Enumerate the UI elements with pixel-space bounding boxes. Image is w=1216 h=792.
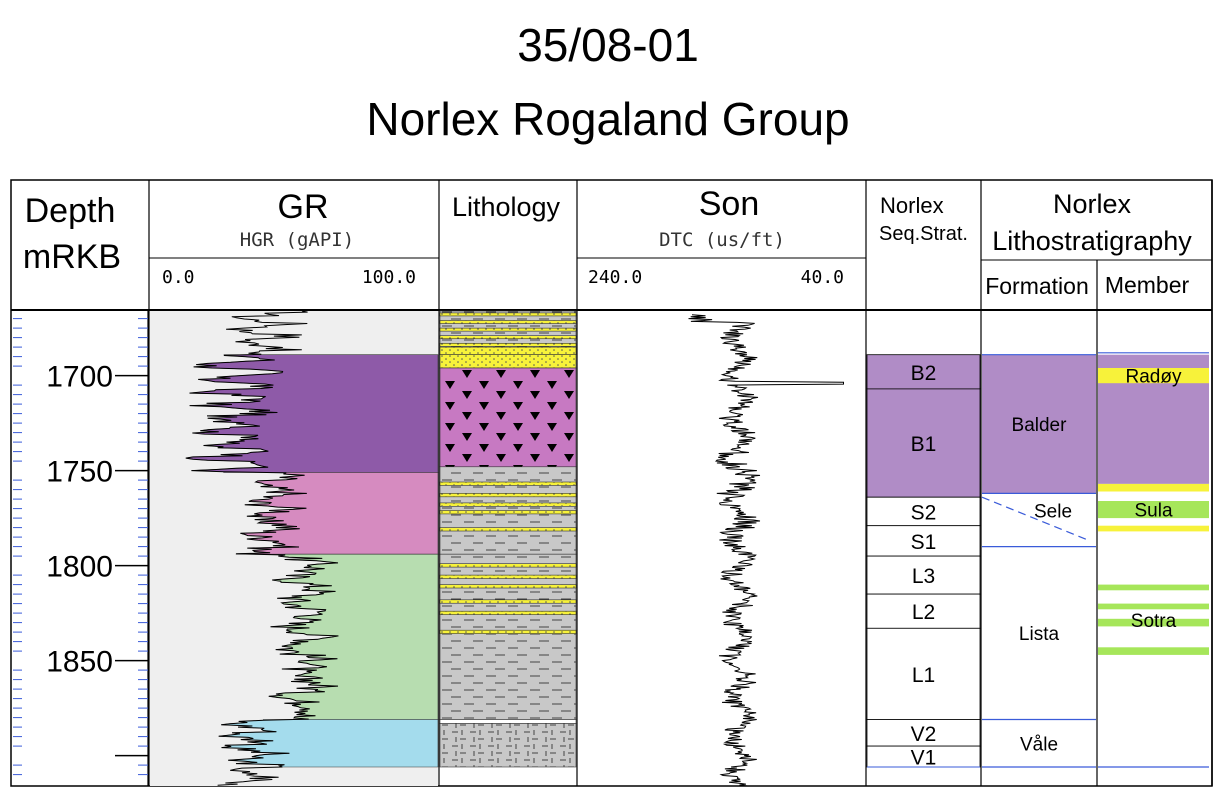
- lithology-sand: [439, 629, 577, 634]
- page-title: Norlex Rogaland Group: [366, 93, 850, 145]
- lithology-sand: [439, 346, 577, 356]
- lithology-shale: [439, 553, 577, 720]
- seq-strat-header-line2: Seq.Strat.: [879, 223, 968, 245]
- lithology-sand: [439, 335, 577, 340]
- son-curve-label: DTC (us/ft): [659, 229, 785, 251]
- sonic-curve: [688, 314, 844, 787]
- depth-label: 1700: [46, 361, 113, 394]
- member-yellow-band: [1098, 483, 1209, 492]
- gr-curve: [185, 310, 339, 786]
- lithology-sand: [439, 320, 577, 324]
- seq-unit-label: S1: [911, 531, 937, 554]
- son-scale-min: 240.0: [588, 267, 642, 288]
- formation-box: [982, 546, 1096, 720]
- sonic-curve-group: [688, 314, 844, 787]
- lithology-sand: [439, 327, 577, 332]
- seq-unit-label: B1: [911, 433, 937, 456]
- gr-curve-group: [185, 310, 339, 786]
- seq-unit-label: L3: [912, 565, 935, 588]
- son-scale-max: 40.0: [801, 267, 844, 288]
- well-id-title: 35/08-01: [517, 19, 699, 71]
- formation-label: Balder: [1012, 415, 1068, 436]
- gr-scale-min: 0.0: [162, 267, 195, 288]
- lithology-sand: [439, 563, 577, 568]
- member-label: Radøy: [1126, 367, 1182, 388]
- depth-unit-header: mRKB: [23, 238, 121, 276]
- son-title: Son: [699, 185, 760, 223]
- gr-curve-label: HGR (gAPI): [240, 229, 354, 251]
- formation-label: Lista: [1019, 624, 1060, 645]
- depth-label: 1850: [46, 646, 113, 679]
- seq-unit-label: B2: [911, 362, 937, 385]
- seq-unit-box: [866, 719, 981, 747]
- seq-strat-header-line1: Norlex: [880, 193, 944, 218]
- seq-unit-box: [866, 525, 981, 557]
- lithology-sand: [439, 342, 577, 347]
- gr-scale-max: 100.0: [362, 267, 416, 288]
- depth-label: 1800: [46, 551, 113, 584]
- member-header: Member: [1105, 272, 1190, 298]
- sele-dashed-boundary: [981, 496, 1091, 542]
- lithology-sand: [439, 599, 577, 604]
- depth-track: 1700 1750 1800 1850: [13, 311, 149, 786]
- formation-label: Våle: [1020, 734, 1058, 755]
- seq-unit-box: [866, 496, 981, 527]
- seq-unit-label: L2: [912, 601, 935, 624]
- lithology-sand: [439, 481, 577, 486]
- lithology-sand: [439, 610, 577, 615]
- lithology-sand: [439, 510, 577, 515]
- formation-label: Sele: [1034, 501, 1072, 522]
- depth-header: Depth: [25, 192, 116, 230]
- lithology-sand: [439, 493, 577, 498]
- gr-title: GR: [278, 188, 329, 226]
- seq-unit-label: V2: [911, 723, 937, 746]
- member-sotra-band: [1098, 584, 1209, 591]
- formation-header: Formation: [985, 273, 1089, 299]
- lithology-marl: [439, 722, 577, 768]
- lithology-sand: [439, 584, 577, 589]
- lithology-column: [439, 310, 577, 768]
- member-sotra-band: [1098, 647, 1209, 655]
- member-yellow-band: [1098, 525, 1209, 532]
- lithostrat-header-line2: Lithostratigraphy: [992, 226, 1192, 256]
- member-sotra-band: [1098, 618, 1209, 627]
- seq-unit-box: [866, 593, 981, 629]
- seq-unit-label: L1: [912, 664, 935, 687]
- depth-label: 1750: [46, 456, 113, 489]
- lithology-sand: [439, 354, 577, 369]
- lithology-gap: [439, 719, 577, 724]
- member-label: Sotra: [1131, 611, 1177, 632]
- lithology-sand: [439, 574, 577, 579]
- member-sula-band: [1098, 501, 1209, 519]
- lithostrat-header-line1: Norlex: [1053, 189, 1132, 219]
- seq-unit-box: [866, 388, 981, 498]
- lithology-sand: [439, 312, 577, 317]
- member-radoy-band: [1098, 368, 1209, 384]
- lithology-sand: [439, 502, 577, 507]
- formation-box: [982, 493, 1096, 547]
- formation-box: [982, 354, 1096, 494]
- seq-unit-box: [866, 555, 981, 595]
- member-label: Sula: [1134, 501, 1172, 522]
- formation-box: [982, 719, 1096, 767]
- lithology-sand: [439, 527, 577, 532]
- seq-unit-box: [866, 627, 981, 720]
- member-sotra-band: [1098, 603, 1209, 610]
- seq-unit-label: V1: [911, 747, 937, 770]
- lithology-tuff: [439, 367, 577, 468]
- lithology-header: Lithology: [452, 192, 561, 222]
- seq-unit-label: S2: [911, 501, 937, 524]
